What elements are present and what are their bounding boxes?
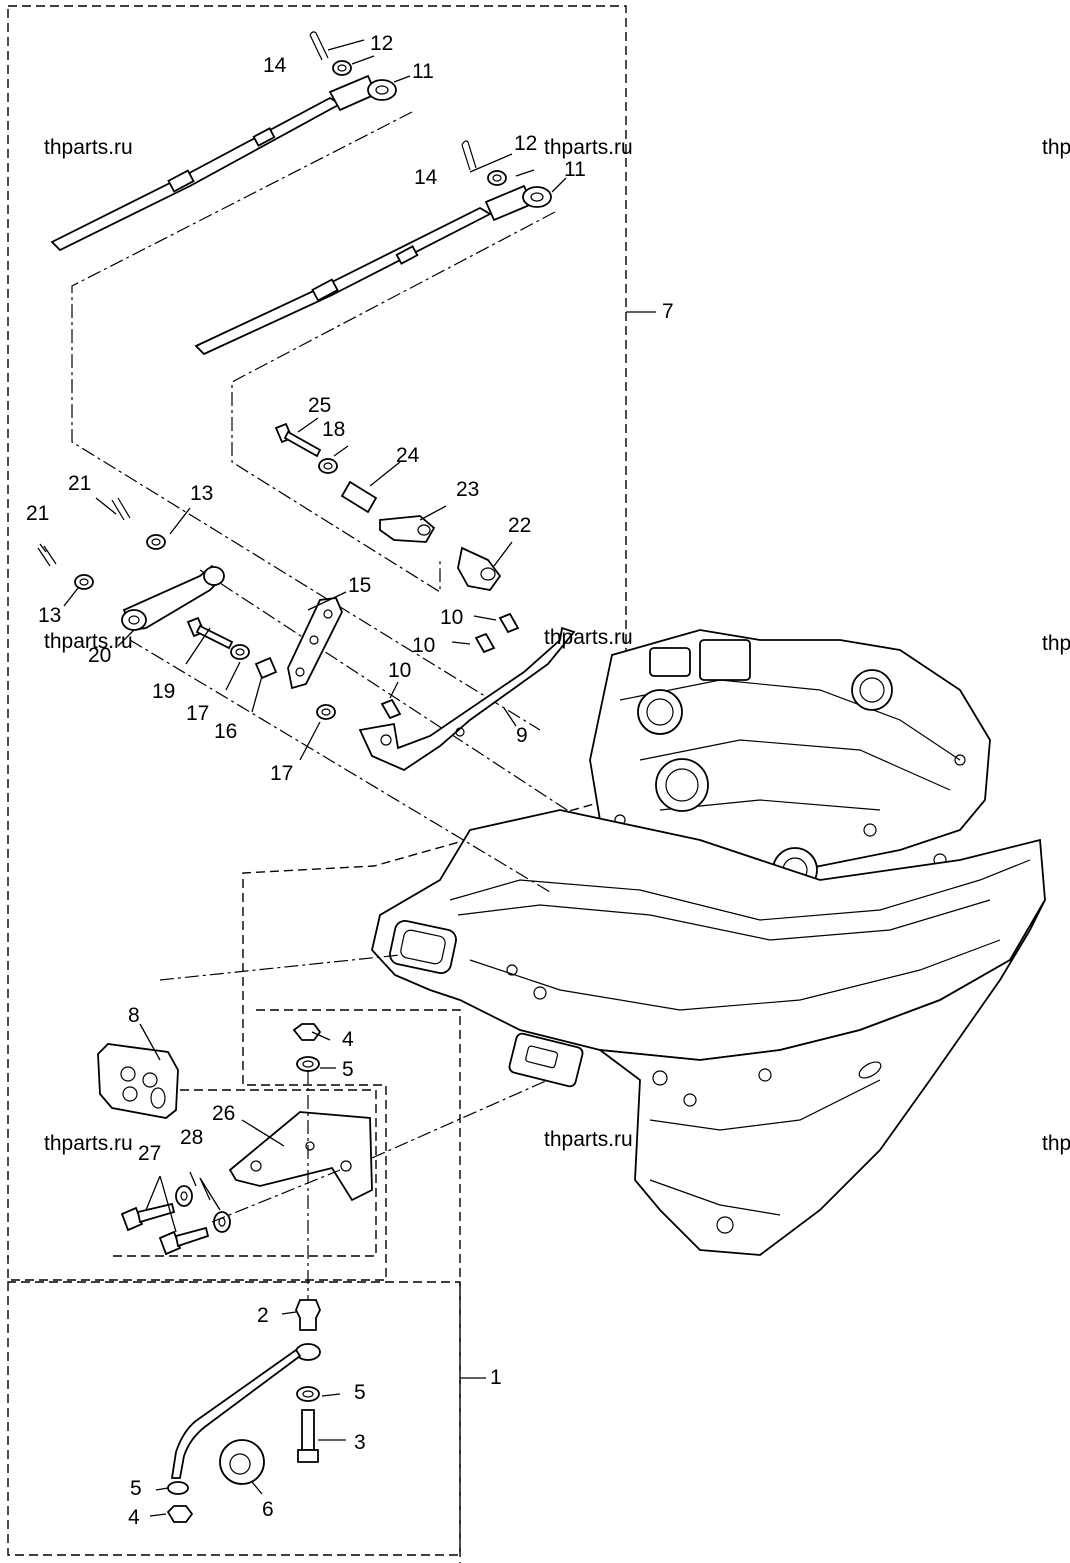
bolt-27-lower bbox=[158, 1226, 210, 1256]
washer-17-lower bbox=[316, 704, 336, 720]
watermark-5: thparts.ru bbox=[544, 626, 633, 649]
callout-15: 15 bbox=[348, 574, 371, 597]
watermark-2: thparts.ru bbox=[544, 136, 633, 159]
bracket-26-leaders bbox=[211, 1070, 341, 1300]
callout-21-lower: 21 bbox=[26, 502, 49, 525]
washer-13-upper bbox=[146, 534, 166, 550]
holder-22 bbox=[457, 546, 502, 591]
callout-25: 25 bbox=[308, 394, 331, 417]
callout-26: 26 bbox=[212, 1102, 235, 1125]
collar-24 bbox=[340, 480, 378, 514]
bolt-10-upper bbox=[498, 612, 520, 634]
callout-27: 27 bbox=[138, 1142, 161, 1165]
remote-cable-lower bbox=[194, 184, 552, 356]
link-rod bbox=[170, 1343, 321, 1479]
collar-16 bbox=[254, 656, 278, 680]
callout-10-lower: 10 bbox=[388, 659, 411, 682]
washer-13-lower bbox=[74, 574, 94, 590]
joint-23 bbox=[379, 515, 436, 543]
collar-2 bbox=[295, 1299, 321, 1331]
bolt-27-upper bbox=[120, 1202, 176, 1232]
callout-17-upper: 17 bbox=[186, 702, 209, 725]
callout-22: 22 bbox=[508, 514, 531, 537]
watermark-1: thparts.ru bbox=[44, 136, 133, 159]
nut-4-upper bbox=[292, 1023, 322, 1041]
group-7-boundary bbox=[7, 5, 627, 1281]
grommet-8 bbox=[97, 1043, 179, 1119]
clip-21-upper bbox=[111, 497, 131, 521]
callout-3: 3 bbox=[354, 1431, 366, 1454]
callout-21-upper: 21 bbox=[68, 472, 91, 495]
link-15 bbox=[287, 597, 343, 690]
nut-6 bbox=[219, 1439, 265, 1485]
callout-4-upper: 4 bbox=[342, 1028, 354, 1051]
callout-14-upper: 14 bbox=[263, 54, 287, 77]
engine-midsection bbox=[508, 899, 1046, 1256]
nut-4-lower bbox=[166, 1505, 194, 1523]
clip-21-lower bbox=[37, 545, 57, 567]
callout-5-upper: 5 bbox=[342, 1058, 354, 1081]
bracket-26 bbox=[228, 1111, 373, 1202]
watermark-4: thparts.ru bbox=[44, 630, 133, 653]
callout-2: 2 bbox=[257, 1304, 269, 1327]
callout-23: 23 bbox=[456, 478, 479, 501]
washer-17-upper bbox=[230, 644, 250, 660]
callout-leaders bbox=[39, 39, 656, 1517]
callout-12-upper: 12 bbox=[370, 32, 393, 55]
callout-18: 18 bbox=[322, 418, 345, 441]
watermark-9: thparts.ru bbox=[1042, 1132, 1070, 1155]
callout-16: 16 bbox=[214, 720, 237, 743]
callout-24: 24 bbox=[396, 444, 420, 467]
callout-14-lower: 14 bbox=[414, 166, 438, 189]
washer-28-lower bbox=[213, 1211, 231, 1233]
callout-11-upper: 11 bbox=[412, 60, 434, 83]
callout-12-lower: 12 bbox=[514, 132, 537, 155]
washer-5-upper bbox=[296, 1056, 320, 1072]
bolt-3 bbox=[297, 1409, 319, 1463]
group-inner-boundary bbox=[256, 1009, 461, 1563]
clip-14-lower bbox=[461, 140, 477, 171]
bolt-25 bbox=[274, 422, 322, 458]
callout-19: 19 bbox=[152, 680, 175, 703]
callout-6: 6 bbox=[262, 1498, 274, 1521]
callout-11-lower: 11 bbox=[564, 158, 586, 181]
remote-cable-upper bbox=[50, 74, 397, 252]
callout-13-upper: 13 bbox=[190, 482, 213, 505]
watermark-7: thparts.ru bbox=[44, 1132, 133, 1155]
washer-18 bbox=[318, 458, 338, 474]
callout-28: 28 bbox=[180, 1126, 203, 1149]
callout-17-lower: 17 bbox=[270, 762, 293, 785]
washer-12-lower bbox=[487, 170, 507, 186]
engine-lower-cowling bbox=[371, 809, 1046, 1061]
callout-20: 20 bbox=[88, 644, 111, 667]
callout-5-middle: 5 bbox=[354, 1381, 366, 1404]
watermark-8: thparts.ru bbox=[544, 1128, 633, 1151]
callout-4-lower: 4 bbox=[128, 1506, 140, 1529]
cable-leader-lines bbox=[71, 111, 571, 1159]
washer-5-lower bbox=[167, 1481, 189, 1495]
watermark-3: thparts.ru bbox=[1042, 136, 1070, 159]
washer-28-upper bbox=[175, 1185, 193, 1207]
callout-10-middle: 10 bbox=[412, 634, 435, 657]
washer-12-upper bbox=[332, 60, 352, 76]
callout-9: 9 bbox=[516, 724, 528, 747]
callout-8: 8 bbox=[128, 1004, 140, 1027]
callout-7: 7 bbox=[662, 300, 674, 323]
bolt-10-middle bbox=[474, 632, 496, 654]
clip-14-upper bbox=[309, 31, 329, 61]
callout-5-lower: 5 bbox=[130, 1477, 142, 1500]
callout-10-upper: 10 bbox=[440, 606, 463, 629]
group-bracket-boundary bbox=[7, 1089, 377, 1258]
callout-1: 1 bbox=[490, 1366, 502, 1389]
bolt-10-lower bbox=[380, 698, 402, 720]
washer-5-middle bbox=[296, 1386, 320, 1402]
callout-13-lower: 13 bbox=[38, 604, 61, 627]
group-1-boundary bbox=[7, 1281, 461, 1556]
watermark-6: thparts.ru bbox=[1042, 632, 1070, 655]
bolt-19 bbox=[186, 616, 234, 650]
bracket-9 bbox=[358, 626, 576, 772]
lever-20 bbox=[121, 564, 225, 631]
